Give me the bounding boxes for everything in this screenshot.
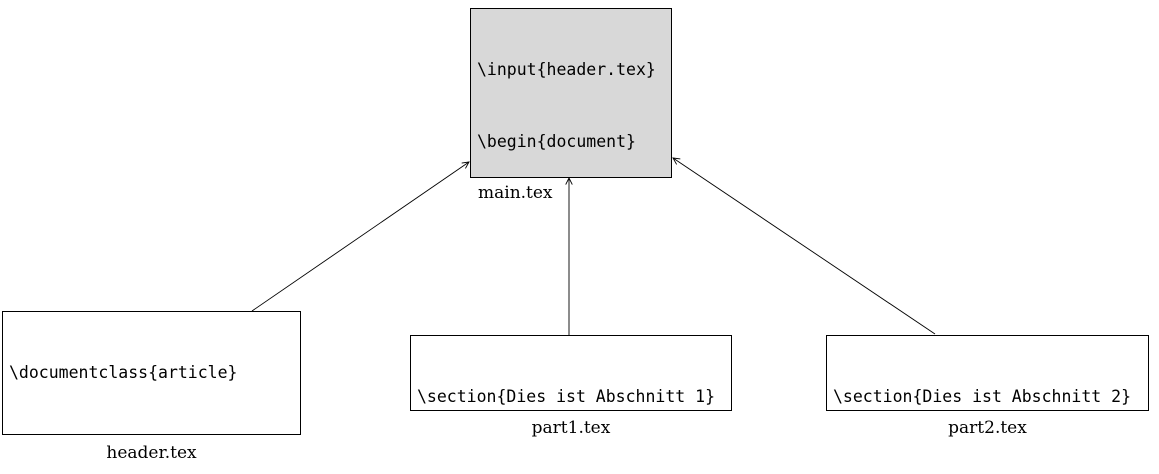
code-line: \documentclass{article} [9, 363, 238, 382]
part2-tex-box: \section{Dies ist Abschnitt 2} Hier ein … [826, 335, 1149, 411]
part1-tex-label: part1.tex [531, 418, 611, 438]
main-tex-label: main.tex [478, 183, 553, 203]
header-tex-box: \documentclass{article} \usepackage[nger… [2, 311, 301, 435]
code-line: \section{Dies ist Abschnitt 2} [833, 387, 1132, 406]
code-line: \input{header.tex} [477, 60, 656, 79]
part2-tex-label: part2.tex [948, 418, 1027, 438]
main-tex-box: \input{header.tex} \begin{document} \mak… [470, 8, 672, 178]
arrow-header-to-main [251, 161, 470, 312]
code-line: \section{Dies ist Abschnitt 1} [417, 387, 716, 406]
code-line: \usepackage[ngerman]{babel} [9, 433, 294, 434]
header-tex-label: header.tex [106, 443, 197, 463]
code-line: \begin{document} [477, 132, 636, 151]
part1-tex-box: \section{Dies ist Abschnitt 1} Hier ein … [410, 335, 732, 411]
arrow-part2-to-main [672, 157, 936, 335]
